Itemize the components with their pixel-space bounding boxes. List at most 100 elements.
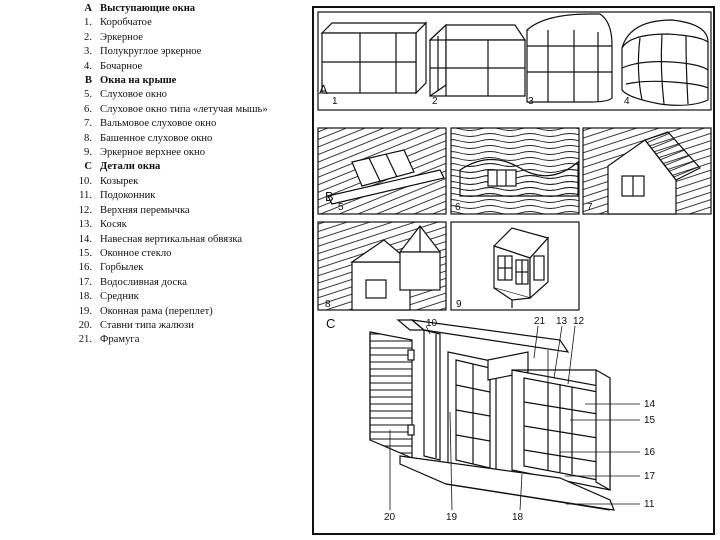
legend-label: Вальмовое слуховое окно [100,118,217,130]
legend-item: 16. Горбылек [62,261,312,275]
legend-item: 8. Башенное слуховое окно [62,132,312,146]
legend-item: 4.Бочарное [62,60,312,74]
callout-11: 11 [644,499,655,510]
legend-label: Эркерное верхнее окно [100,147,205,159]
section-b-panels [317,127,712,311]
legend-number: 20. [78,319,92,331]
legend-label: Навесная вертикальная обвязка [100,233,243,245]
legend-item: 12. Верхняя перемычка [62,204,312,218]
legend-label: Выступающие окна [100,3,196,14]
legend-label: Башенное слуховое окно [100,132,213,144]
skylight-drawing [327,149,445,205]
legend-item: 15.Оконное стекло [62,247,312,261]
callout-13: 13 [556,316,568,327]
legend-item: 2. Эркерное [62,31,312,45]
section-a-panel [317,11,712,111]
legend-number: 12. [78,204,92,216]
legend-number: A [84,3,92,14]
legend-number: 18. [78,291,92,303]
legend-label: Козырек [100,175,139,187]
legend-number: 5. [84,89,92,101]
legend-number: 6. [84,103,92,115]
legend-label: Водосливная доска [100,276,187,288]
legend-number: 19. [78,305,92,317]
window-sill [399,455,615,511]
legend-label: Ставни типа жалюзи [100,319,194,331]
legend-number: 17. [78,276,92,288]
legend-number: 1. [84,17,92,29]
legend-item: 18.Средник [62,290,312,304]
legend-section: A Выступающие окна [62,2,312,16]
legend-number: 3. [84,46,92,58]
callout-17: 17 [644,471,656,482]
legend-item: 7. Вальмовое слуховое окно [62,117,312,131]
callout-1: 1 [332,96,338,107]
legend-number: C [84,161,92,173]
legend-label: Оконное стекло [100,247,172,259]
tower-dormer-drawing [350,225,442,311]
callout-3: 3 [528,96,534,107]
legend-label: Подоконник [100,190,156,202]
legend-item: 5. Слуховое окно [62,88,312,102]
callout-15: 15 [644,415,656,426]
legend-number: 16. [78,262,92,274]
legend-label: Коробчатое [100,17,152,29]
section-b-label: B [325,189,334,204]
section-a-label: A [319,82,328,97]
callout-21: 21 [534,316,546,327]
legend-item: 10.Козырек [62,175,312,189]
barrel-window-drawing [621,19,709,106]
section-c-drawing [369,319,615,511]
legend-item: 3. Полукруглое эркерное [62,45,312,59]
legend-number: 4. [84,60,92,72]
legend-label: Горбылек [100,262,144,274]
legend-section: B Окна на крыше [62,74,312,88]
legend-item: 20. Ставни типа жалюзи [62,319,312,333]
callout-4: 4 [624,96,630,107]
legend-number: 8. [84,132,92,144]
legend-number: 13. [78,219,92,231]
eyebrow-dormer-drawing [459,158,579,197]
callout-5: 5 [338,202,344,213]
legend-label: Эркерное [100,31,143,43]
legend-label: Полукруглое эркерное [100,46,202,58]
louver-shutter [369,331,413,459]
legend-item: 14. Навесная вертикальная обвязка [62,233,312,247]
callout-8: 8 [325,299,331,310]
legend-number: 2. [84,31,92,43]
callout-14: 14 [644,399,656,410]
legend-number: 7. [84,118,92,130]
callout-16: 16 [644,447,656,458]
callout-9: 9 [456,299,462,310]
box-window-drawing [320,21,428,95]
callout-2: 2 [432,96,438,107]
figure-frame [312,6,715,535]
legend-item: 13. Косяк [62,218,312,232]
callout-19: 19 [446,512,458,523]
callout-6: 6 [455,202,461,213]
callout-12: 12 [573,316,585,327]
legend-number: B [84,75,92,87]
legend-label: Окна на крыше [100,75,177,87]
legend-item: 21. Фрамуга [62,333,312,347]
legend-label: Косяк [100,219,127,231]
legend-label: Фрамуга [100,334,140,346]
legend-number: 21. [78,334,92,346]
callout-7: 7 [587,202,593,213]
callout-leaders [389,325,640,511]
legend-label: Верхняя перемычка [100,204,190,216]
legend-number: 11. [79,190,92,202]
legend-item: 6.Слуховое окно типа «летучая мышь» [62,103,312,117]
legend-label: Слуховое окно [100,89,167,101]
legend-item: 9. Эркерное верхнее окно [62,146,312,160]
legend-number: 9. [84,147,92,159]
hip-dormer-drawing [607,131,701,215]
legend-number: 14. [78,233,92,245]
legend-item: 1. Коробчатое [62,16,312,30]
legend-item: 19.Оконная рама (переплет) [62,305,312,319]
semicircular-bay-drawing [526,13,613,103]
section-c-label: C [326,316,335,331]
callout-18: 18 [512,512,524,523]
